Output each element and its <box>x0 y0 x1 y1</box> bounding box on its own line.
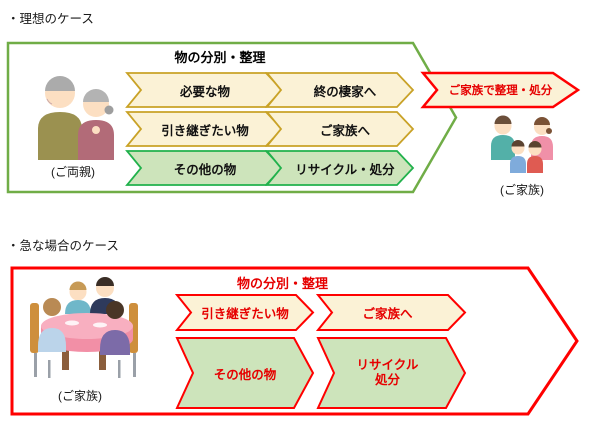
family-illustration-small <box>491 115 553 173</box>
label-recycle-dispose: リサイクル・処分 <box>295 162 395 177</box>
label-things-to-pass-on-urgent: 引き継ぎたい物 <box>201 306 289 321</box>
label-family-organize-dispose: ご家族で整理・処分 <box>448 85 553 97</box>
label-to-family-urgent: ご家族へ <box>362 306 413 321</box>
arrow-recycle-dispose-urgent <box>316 337 467 409</box>
urgent-case-title: 物の分別・整理 <box>236 275 328 291</box>
family-table-illustration <box>30 277 138 378</box>
ideal-case-heading: ・理想のケース <box>7 11 94 26</box>
arrow-family-organize-dispose <box>420 71 581 109</box>
label-final-home: 終の棲家へ <box>313 84 377 99</box>
label-to-family: ご家族へ <box>319 123 370 138</box>
arrow-to-family-urgent <box>315 294 467 331</box>
parents-label: (ご両親) <box>51 164 95 179</box>
arrow-other-things-urgent <box>175 337 315 409</box>
urgent-case-heading: ・急な場合のケース <box>7 238 119 253</box>
label-other-things-urgent: その他の物 <box>213 367 277 382</box>
label-necessary-things: 必要な物 <box>179 84 230 99</box>
arrow-recycle-dispose <box>265 150 415 186</box>
urgent-arrows <box>174 294 467 409</box>
family-label-top: (ご家族) <box>500 182 544 197</box>
arrow-things-to-pass-on-urgent <box>174 294 315 331</box>
label-recycle-dispose-urgent: リサイクル 処分 <box>356 358 419 387</box>
label-other-things: その他の物 <box>173 162 237 177</box>
ideal-green-arrows <box>125 150 415 186</box>
arrow-final-home <box>265 72 415 108</box>
ideal-cream-arrows <box>125 72 415 147</box>
ideal-case-title: 物の分別・整理 <box>174 49 266 65</box>
parents-illustration <box>38 76 114 160</box>
label-things-to-pass-on: 引き継ぎたい物 <box>161 123 249 138</box>
family-label-bottom: (ご家族) <box>58 388 102 403</box>
arrow-to-family <box>265 111 415 147</box>
